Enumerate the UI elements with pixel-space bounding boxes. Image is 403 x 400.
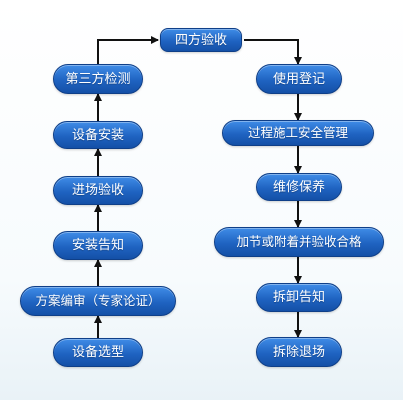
node-dismantle-notice: 拆卸告知 (256, 283, 342, 312)
node-construction-safety-management: 过程施工安全管理 (222, 120, 374, 146)
node-entry-acceptance: 进场验收 (53, 176, 143, 205)
node-extension-attachment-acceptance: 加节或附着并验收合格 (214, 227, 384, 257)
node-equipment-installation: 设备安装 (53, 121, 143, 149)
arrow-left-third-party-to-top (97, 36, 159, 64)
node-proposal-review-expert-demonstration: 方案编审（专家论证） (20, 286, 176, 316)
arrow-top-to-registration (244, 39, 302, 65)
node-equipment-selection: 设备选型 (53, 338, 143, 367)
node-four-party-acceptance: 四方验收 (160, 28, 242, 52)
node-dismantle-exit: 拆除退场 (256, 337, 342, 367)
node-third-party-inspection: 第三方检测 (53, 64, 143, 94)
node-maintenance: 维修保养 (256, 173, 342, 201)
node-use-registration: 使用登记 (256, 64, 342, 94)
node-installation-notice: 安装告知 (53, 231, 143, 260)
